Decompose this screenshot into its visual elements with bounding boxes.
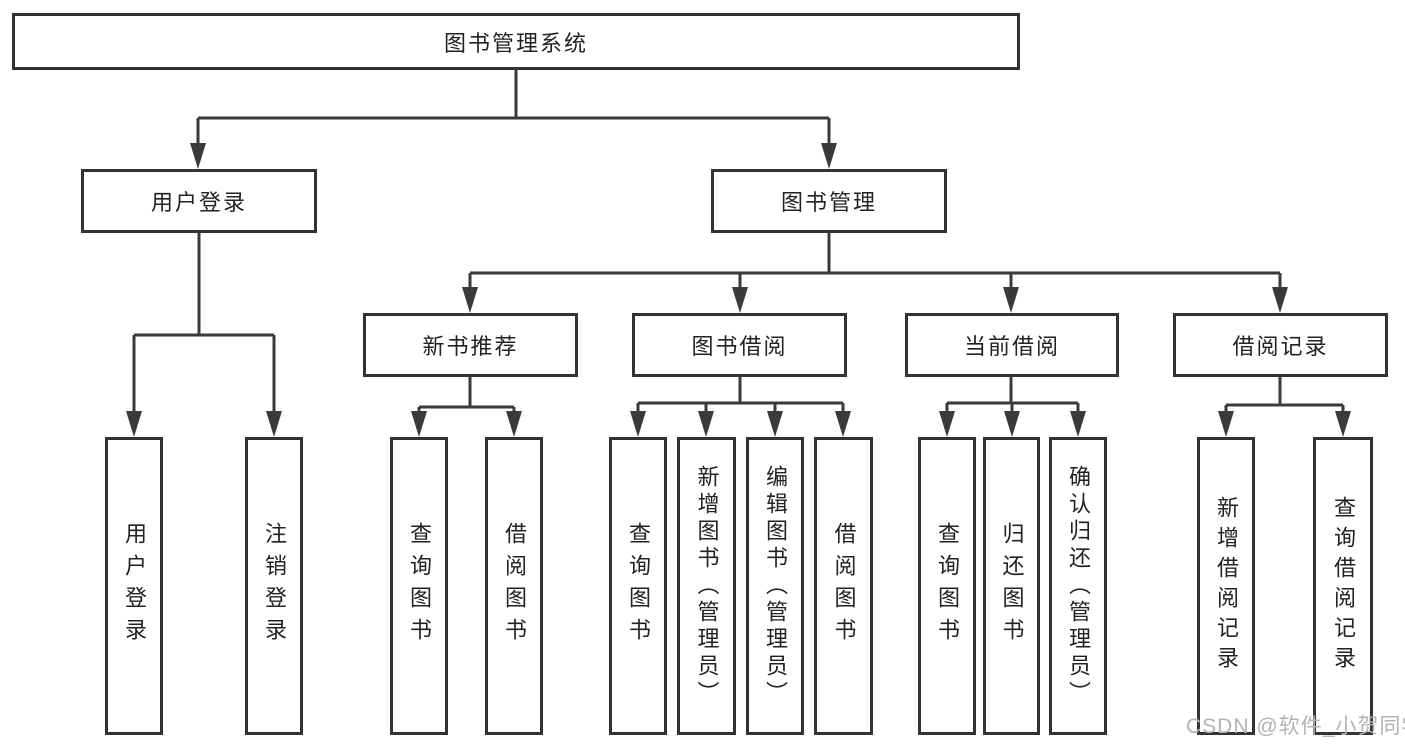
leaf-query-books-current-label: 查询图书 (935, 522, 960, 650)
leaf-user-login: 用户登录 (105, 437, 163, 735)
connector-new-book-recommend-children (411, 377, 522, 437)
leaf-confirm-return-admin-label: 确认归还（管理员） (1066, 464, 1091, 708)
leaf-query-books-borrow: 查询图书 (609, 437, 667, 735)
leaf-return-book-label: 归还图书 (999, 522, 1025, 650)
leaf-edit-book-admin-label: 编辑图书（管理员） (763, 464, 788, 708)
leaf-logout: 注销登录 (245, 437, 303, 735)
leaf-logout-label: 注销登录 (262, 522, 287, 650)
connector-book-management-children (462, 233, 1288, 313)
leaf-add-borrow-record-label: 新增借阅记录 (1214, 496, 1239, 676)
node-root-label: 图书管理系统 (443, 30, 588, 56)
leaf-borrow-books-recommend-label: 借阅图书 (502, 522, 527, 650)
leaf-query-borrow-record-label: 查询借阅记录 (1331, 496, 1356, 676)
node-current-borrow-label: 当前借阅 (963, 334, 1060, 359)
leaf-query-books-recommend: 查询图书 (390, 437, 448, 735)
node-new-book-recommend: 新书推荐 (363, 313, 578, 377)
leaf-user-login-label: 用户登录 (122, 522, 147, 650)
leaf-query-borrow-record: 查询借阅记录 (1313, 437, 1373, 735)
leaf-borrow-books-borrow-label: 借阅图书 (831, 522, 857, 650)
node-user-login: 用户登录 (81, 169, 317, 233)
connector-root-to-level2 (190, 69, 837, 169)
node-current-borrow: 当前借阅 (905, 313, 1119, 377)
node-new-book-recommend-label: 新书推荐 (422, 334, 519, 359)
connector-borrow-records-children (1218, 377, 1351, 437)
node-book-management: 图书管理 (711, 169, 947, 233)
leaf-add-book-admin: 新增图书（管理员） (677, 437, 736, 735)
node-borrow-records: 借阅记录 (1173, 313, 1388, 377)
node-book-borrow: 图书借阅 (632, 313, 847, 377)
leaf-add-book-admin-label: 新增图书（管理员） (694, 464, 720, 708)
leaf-borrow-books-recommend: 借阅图书 (485, 437, 543, 735)
node-user-login-label: 用户登录 (150, 190, 247, 215)
connector-current-borrow-children (939, 377, 1086, 437)
node-book-management-label: 图书管理 (780, 190, 877, 215)
leaf-edit-book-admin: 编辑图书（管理员） (746, 437, 804, 735)
leaf-query-books-current: 查询图书 (918, 437, 976, 735)
leaf-borrow-books-borrow: 借阅图书 (814, 437, 873, 735)
leaf-add-borrow-record: 新增借阅记录 (1197, 437, 1255, 735)
leaf-return-book: 归还图书 (983, 437, 1040, 735)
csdn-watermark: CSDN @软件_小贺同学 (1186, 715, 1405, 738)
node-borrow-records-label: 借阅记录 (1232, 334, 1329, 359)
leaf-query-books-borrow-label: 查询图书 (626, 522, 651, 650)
node-book-borrow-label: 图书借阅 (691, 334, 788, 359)
leaf-query-books-recommend-label: 查询图书 (407, 522, 432, 650)
connector-book-borrow-children (630, 377, 851, 437)
node-root: 图书管理系统 (12, 13, 1020, 70)
connector-user-login-children (126, 233, 282, 437)
leaf-confirm-return-admin: 确认归还（管理员） (1049, 437, 1107, 735)
